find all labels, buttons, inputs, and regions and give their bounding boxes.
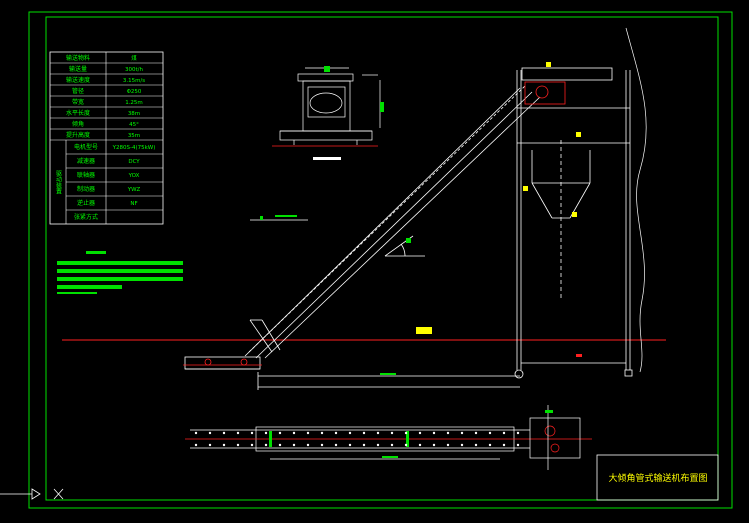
bolt-dot xyxy=(432,443,436,447)
bolt-dot xyxy=(278,431,282,435)
ucs-icon xyxy=(0,488,64,500)
spec-group-row-label: 逆止器 xyxy=(77,199,95,207)
bolt-dot xyxy=(404,443,408,447)
small-detail xyxy=(250,215,308,221)
spec-row-label: 输送量 xyxy=(69,65,87,73)
bolt-dot xyxy=(460,431,464,435)
bolt-dot xyxy=(306,431,310,435)
bolt-dot xyxy=(348,443,352,447)
bolt-dot xyxy=(418,443,422,447)
bolt-dot xyxy=(222,443,226,447)
bolt-dot xyxy=(264,431,268,435)
bolt-dot xyxy=(376,431,380,435)
bolt-dot xyxy=(362,431,366,435)
spec-group-row-label: 减速器 xyxy=(77,157,95,165)
spec-group-row-label: 电机型号 xyxy=(74,143,98,151)
spec-group-row-value: DCY xyxy=(128,159,140,165)
bolt-dot xyxy=(264,443,268,447)
spec-group-row-value: YOX xyxy=(128,173,140,179)
level-label xyxy=(416,327,432,334)
spec-row-value: 35m xyxy=(128,133,140,139)
spec-row-label: 输送速度 xyxy=(66,76,90,84)
tail-section xyxy=(183,356,520,390)
spec-row-label: 水平长度 xyxy=(66,109,90,117)
bolt-dot xyxy=(320,443,324,447)
bolt-dot xyxy=(502,431,506,435)
bolt-dot xyxy=(194,431,198,435)
bolt-dot xyxy=(278,443,282,447)
drawing-title: 大倾角管式输送机布置图 xyxy=(608,472,707,484)
bolt-dot xyxy=(432,431,436,435)
spec-row-label: 提升高度 xyxy=(66,131,90,139)
spec-row-value: 3.15m/s xyxy=(123,78,145,84)
bolt-dot xyxy=(236,431,240,435)
bolt-dot xyxy=(488,443,492,447)
bolt-dot xyxy=(460,443,464,447)
bolt-dot xyxy=(194,443,198,447)
plan-bolts xyxy=(194,431,520,447)
bolt-dot xyxy=(334,431,338,435)
notes-block xyxy=(57,251,183,294)
break-line xyxy=(625,27,647,373)
bolt-dot xyxy=(474,431,478,435)
bolt-dot xyxy=(516,431,520,435)
bolt-dot xyxy=(390,443,394,447)
bolt-dot xyxy=(404,431,408,435)
bolt-dot xyxy=(390,431,394,435)
spec-row-value: 45° xyxy=(129,122,139,128)
spec-table-group-label: 驱动装置 xyxy=(55,170,62,194)
spec-row-value: 38m xyxy=(128,111,140,117)
spec-group-row-value: YWZ xyxy=(127,187,141,193)
bolt-dot xyxy=(208,431,212,435)
spec-group-row-value: NF xyxy=(130,201,137,207)
bolt-dot xyxy=(222,431,226,435)
spec-row-value: 1.25m xyxy=(125,100,143,106)
spec-row-label: 带宽 xyxy=(72,98,84,106)
outer-frame xyxy=(28,11,733,509)
spec-row-value: 煤 xyxy=(131,54,137,62)
title-block: 大倾角管式输送机布置图 xyxy=(596,454,719,501)
bolt-dot xyxy=(418,431,422,435)
bolt-dot xyxy=(292,431,296,435)
cross-section-detail xyxy=(272,66,384,160)
bolt-dot xyxy=(348,431,352,435)
head-tower xyxy=(514,62,633,379)
bolt-dot xyxy=(362,443,366,447)
bolt-dot xyxy=(446,443,450,447)
spec-row-value: Φ250 xyxy=(127,89,142,95)
spec-group-row-label: 联轴器 xyxy=(77,171,95,179)
spec-row-label: 管径 xyxy=(72,87,84,95)
bolt-dot xyxy=(292,443,296,447)
bolt-dot xyxy=(320,431,324,435)
spec-row-label: 输送物料 xyxy=(66,54,90,62)
bolt-dot xyxy=(516,443,520,447)
plan-view xyxy=(185,405,592,470)
bolt-dot xyxy=(334,443,338,447)
inner-frame xyxy=(45,16,719,501)
spec-group-row-value: Y280S-4(75kW) xyxy=(112,145,156,151)
bolt-dot xyxy=(208,443,212,447)
bolt-dot xyxy=(376,443,380,447)
bolt-dot xyxy=(306,443,310,447)
spec-row-value: 300t/h xyxy=(125,67,144,73)
bolt-dot xyxy=(236,443,240,447)
bolt-dot xyxy=(502,443,506,447)
bolt-dot xyxy=(250,443,254,447)
bolt-dot xyxy=(446,431,450,435)
bolt-dot xyxy=(488,431,492,435)
spec-group-row-label: 制动器 xyxy=(77,185,95,193)
bolt-dot xyxy=(474,443,478,447)
bolt-dot xyxy=(250,431,254,435)
inclined-conveyor xyxy=(244,85,541,359)
spec-row-label: 倾角 xyxy=(72,120,84,128)
spec-group-row-label: 张紧方式 xyxy=(74,213,98,221)
